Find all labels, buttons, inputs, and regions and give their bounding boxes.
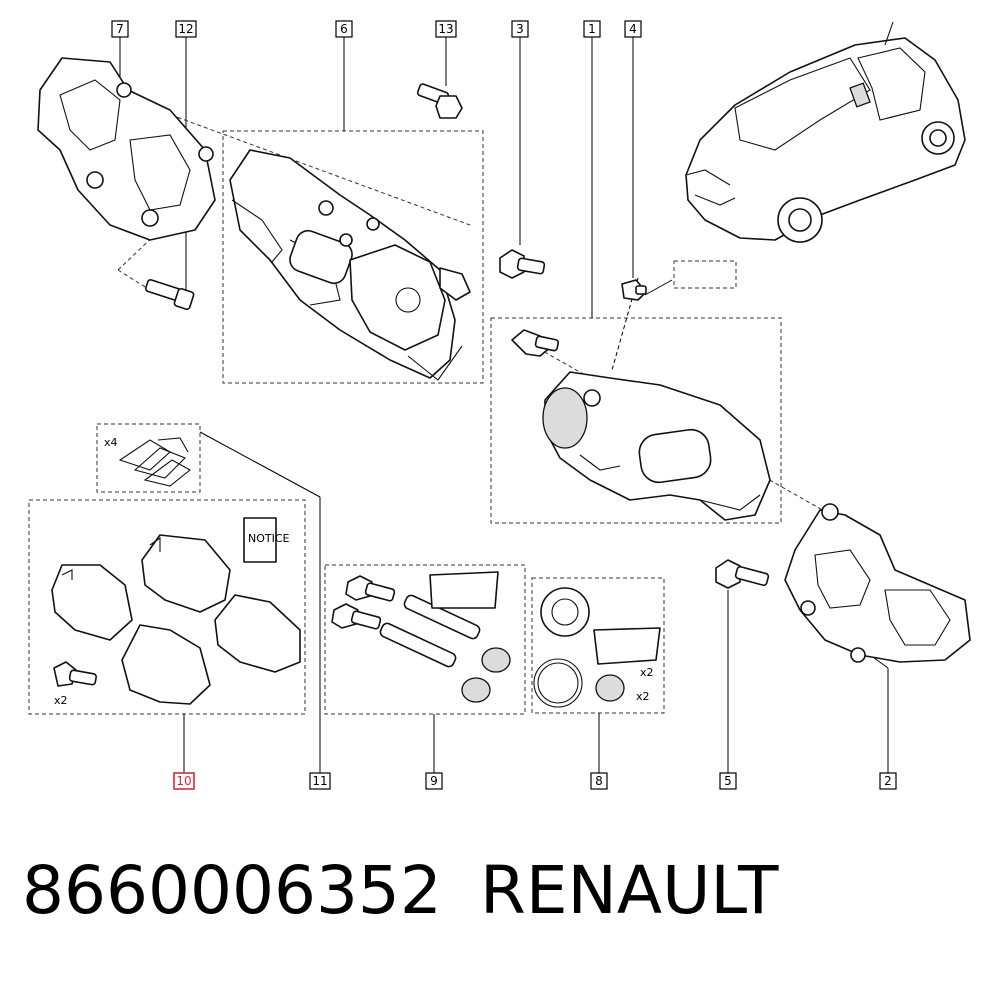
svg-text:12: 12 (178, 22, 193, 36)
bleeder-screw-4 (621, 279, 647, 301)
callout-8[interactable]: 8 (590, 772, 608, 790)
clips-frame (96, 423, 201, 493)
callout-13[interactable]: 13 (435, 20, 457, 38)
vehicle-illustration (685, 21, 966, 243)
svg-text:3: 3 (516, 22, 524, 36)
part-number: 8660006352 (22, 852, 442, 929)
callout-12[interactable]: 12 (175, 20, 197, 38)
caliper-group-frame (222, 130, 484, 384)
brake-carrier-2 (784, 503, 971, 663)
svg-text:1: 1 (588, 22, 596, 36)
guide-kit-frame (324, 564, 526, 715)
seal-kit-8: x2 x2 (533, 587, 661, 708)
seal-kit-quantity-1: x2 (640, 666, 654, 679)
anti-rattle-clips-11: x4 (104, 436, 191, 487)
callout-7[interactable]: 7 (111, 20, 129, 38)
svg-text:NOTICE: NOTICE (248, 532, 290, 545)
callout-2[interactable]: 2 (879, 772, 897, 790)
callout-10[interactable]: 10 (173, 772, 195, 790)
bolt-3 (499, 249, 546, 279)
svg-text:11: 11 (312, 774, 327, 788)
pad-bolt-quantity: x2 (54, 694, 68, 707)
callout-3[interactable]: 3 (511, 20, 529, 38)
svg-text:5: 5 (724, 774, 732, 788)
svg-text:13: 13 (438, 22, 453, 36)
bolt-5 (715, 559, 770, 589)
svg-text:4: 4 (629, 22, 637, 36)
brand-name: RENAULT (480, 852, 779, 929)
svg-text:10: 10 (176, 774, 191, 788)
callout-6[interactable]: 6 (335, 20, 353, 38)
notice-leaflet (243, 517, 277, 563)
bolt-13 (416, 83, 463, 119)
callout-1[interactable]: 1 (583, 20, 601, 38)
caliper-assembly-1 (511, 329, 771, 521)
svg-text:7: 7 (116, 22, 124, 36)
seal-kit-frame (531, 577, 665, 714)
bolt-12 (144, 279, 195, 311)
svg-text:9: 9 (430, 774, 438, 788)
caliper-body-6 (229, 149, 471, 381)
brake-pads-10: NOTICE x2 (51, 517, 301, 707)
callout-9[interactable]: 9 (425, 772, 443, 790)
brake-carrier-7 (37, 57, 216, 241)
svg-text:2: 2 (884, 774, 892, 788)
caliper-assembly-frame (490, 317, 782, 524)
callout-11[interactable]: 11 (309, 772, 331, 790)
svg-text:6: 6 (340, 22, 348, 36)
guide-kit-9 (331, 571, 511, 703)
seal-kit-quantity-2: x2 (636, 690, 650, 703)
svg-text:8: 8 (595, 774, 603, 788)
clips-quantity: x4 (104, 436, 118, 449)
callout-5[interactable]: 5 (719, 772, 737, 790)
bleeder-cap-frame (673, 260, 737, 289)
callout-4[interactable]: 4 (624, 20, 642, 38)
